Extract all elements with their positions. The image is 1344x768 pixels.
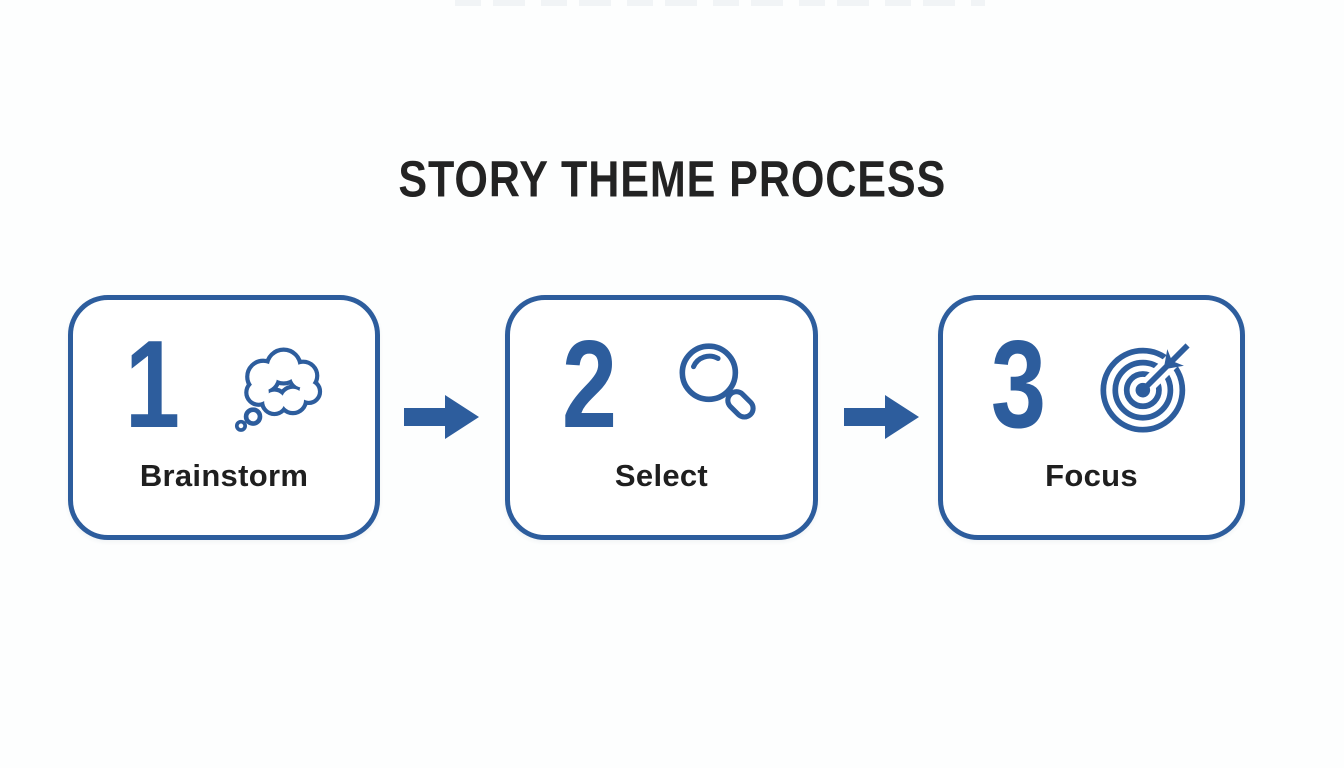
magnifying-glass-icon [666, 335, 768, 437]
target-arrow-icon [1095, 334, 1199, 438]
step-label: Focus [1045, 458, 1138, 493]
step-header: 3 [943, 316, 1240, 455]
step-number: 1 [124, 316, 180, 455]
step-header: 2 [510, 316, 813, 455]
step-label: Brainstorm [139, 458, 309, 493]
step-header: 1 [73, 316, 375, 455]
arrow-right-icon [844, 394, 920, 440]
step-card-brainstorm: 1 [68, 295, 380, 540]
arrow-right-icon [404, 394, 480, 440]
step-card-focus: 3 Focus [938, 295, 1245, 540]
step-card-select: 2 Select [505, 295, 818, 540]
page-title: STORY THEME PROCESS [398, 151, 946, 209]
step-number: 3 [990, 316, 1047, 455]
cropped-text-artifact [455, 0, 985, 6]
step-label: Select [614, 458, 709, 493]
step-number: 2 [561, 316, 618, 455]
thought-bubble-icon [228, 335, 330, 437]
